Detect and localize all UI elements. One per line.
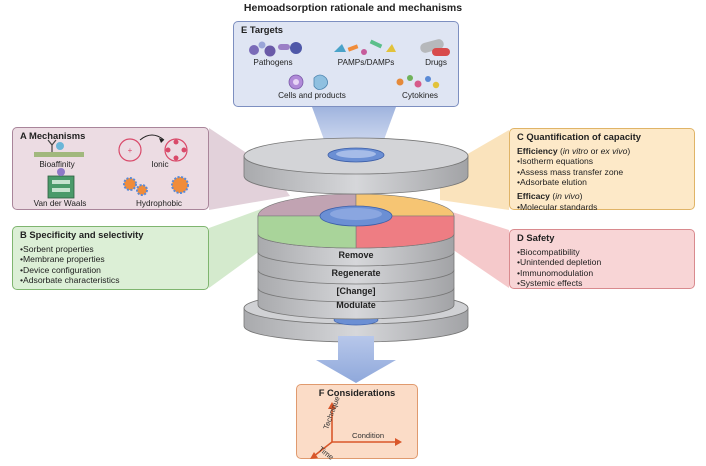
panel-specificity: B Specificity and selectivity Sorbent pr… bbox=[12, 226, 209, 290]
mechanism-hydrophobic-label: Hydrophobic bbox=[136, 199, 182, 208]
target-cells-label: Cells and products bbox=[278, 91, 346, 100]
mechanism-van-der-waals-label: Van der Waals bbox=[33, 199, 87, 208]
efficacy-in-vivo: in vivo bbox=[555, 190, 580, 201]
list-item: Unintended depletion bbox=[517, 257, 687, 268]
panel-considerations-header: F Considerations bbox=[318, 387, 396, 398]
list-item: Membrane properties bbox=[20, 254, 201, 265]
efficiency-label: Efficiency bbox=[517, 145, 558, 156]
target-pamps-label: PAMPs/DAMPs bbox=[337, 58, 395, 67]
list-item: Device configuration bbox=[20, 265, 201, 276]
efficacy-paren-open: ( bbox=[552, 190, 556, 201]
down-arrow bbox=[316, 336, 396, 383]
list-item: Biocompatibility bbox=[517, 247, 687, 258]
panel-considerations: F Considerations bbox=[296, 384, 418, 459]
panel-targets-header: E Targets bbox=[241, 24, 284, 35]
panel-quantification: C Quantification of capacity Efficiency … bbox=[509, 128, 695, 213]
efficiency-paren-close: ) bbox=[627, 145, 631, 156]
connector-specificity bbox=[209, 205, 272, 288]
efficacy-heading: Efficacy (in vivo) bbox=[517, 191, 687, 202]
panel-safety-header: D Safety bbox=[517, 232, 555, 243]
efficiency-heading: Efficiency (in vitro or ex vivo) bbox=[517, 146, 687, 157]
connector-quantification bbox=[440, 130, 509, 210]
stack-label-remove: Remove bbox=[338, 250, 373, 260]
mechanism-bioaffinity-label: Bioaffinity bbox=[39, 160, 75, 169]
panel-safety: D Safety Biocompatibility Unintended dep… bbox=[509, 229, 695, 289]
target-drugs-label: Drugs bbox=[425, 58, 447, 67]
safety-list: Biocompatibility Unintended depletion Im… bbox=[517, 247, 687, 289]
panel-mechanisms-header: A Mechanisms bbox=[20, 130, 86, 141]
efficiency-ex-vivo: ex vivo bbox=[600, 145, 628, 156]
list-item: Adsorbate elution bbox=[517, 177, 687, 188]
list-item: Sorbent properties bbox=[20, 244, 201, 255]
panel-targets: E Targets bbox=[233, 21, 459, 107]
disc-stack bbox=[243, 137, 469, 343]
mechanism-ionic-label: Ionic bbox=[151, 160, 169, 169]
list-item: Adsorbate characteristics bbox=[20, 275, 201, 286]
stack-label-modulate: Modulate bbox=[336, 300, 376, 310]
list-item: Assess mass transfer zone bbox=[517, 167, 687, 178]
list-item: Isotherm equations bbox=[517, 156, 687, 167]
specificity-list: Sorbent properties Membrane properties D… bbox=[20, 244, 201, 286]
panel-specificity-header: B Specificity and selectivity bbox=[20, 229, 144, 240]
diagram-title: Hemoadsorption rationale and mechanisms bbox=[243, 2, 463, 14]
list-item: Molecular standards bbox=[517, 202, 687, 213]
efficacy-list: Molecular standards bbox=[517, 202, 687, 213]
efficiency-paren-open: ( bbox=[560, 145, 563, 156]
target-cytokines-label: Cytokines bbox=[402, 91, 438, 100]
panel-quantification-header: C Quantification of capacity bbox=[517, 131, 641, 142]
efficacy-paren-close: ) bbox=[579, 190, 583, 201]
target-pathogens-label: Pathogens bbox=[253, 58, 293, 67]
efficiency-in-vitro: in vitro bbox=[562, 145, 589, 156]
efficiency-or: or bbox=[588, 145, 601, 156]
stack-label-change: [Change] bbox=[337, 286, 376, 296]
connector-safety bbox=[446, 210, 509, 288]
list-item: Immunomodulation bbox=[517, 268, 687, 279]
efficiency-list: Isotherm equations Assess mass transfer … bbox=[517, 156, 687, 188]
stack-label-regenerate: Regenerate bbox=[331, 268, 380, 278]
efficacy-label: Efficacy bbox=[517, 190, 550, 201]
list-item: Systemic effects bbox=[517, 278, 687, 289]
